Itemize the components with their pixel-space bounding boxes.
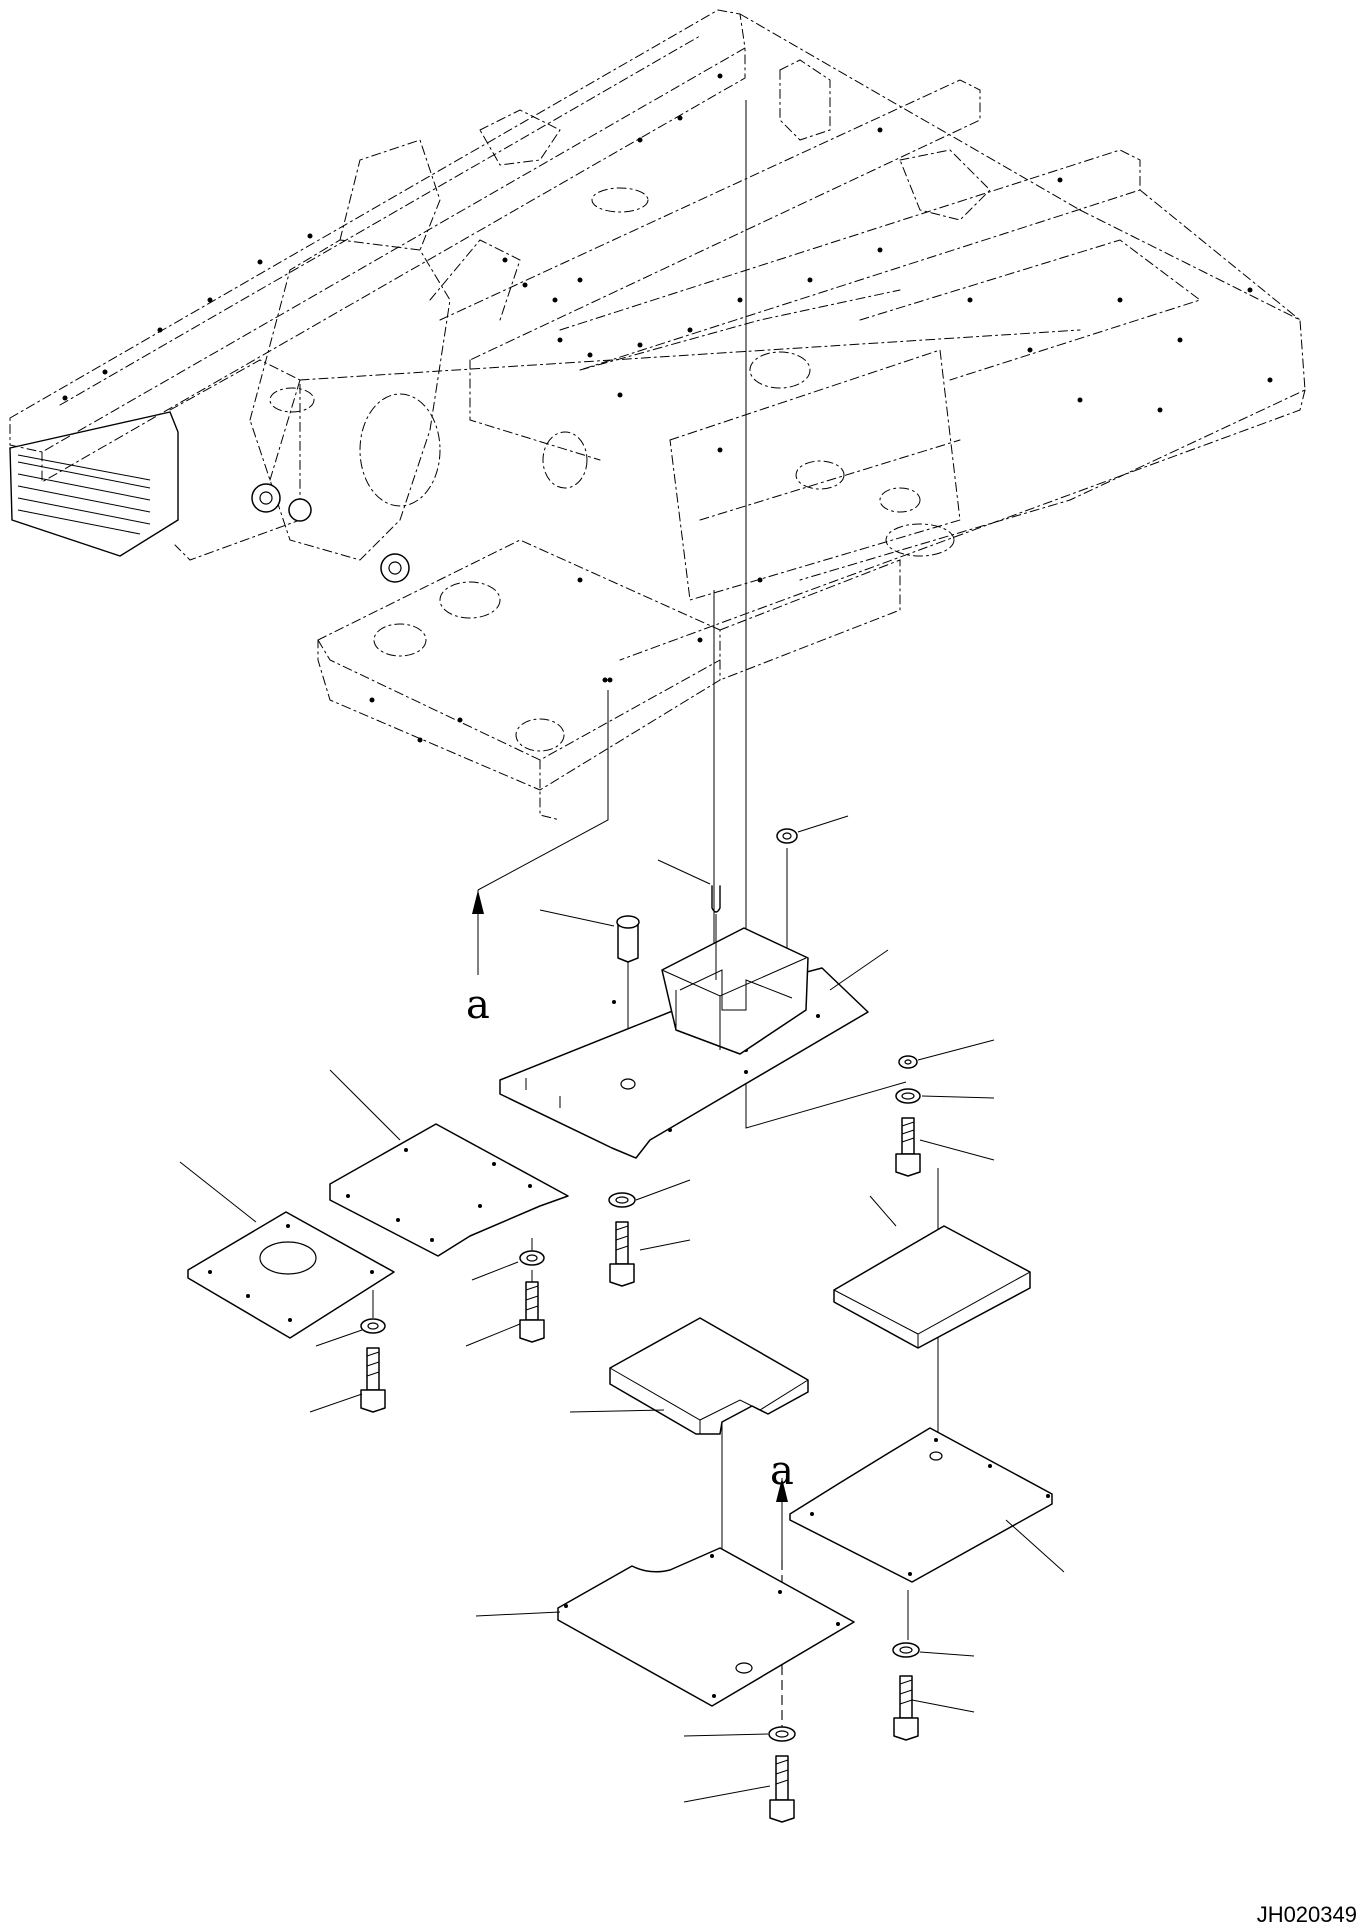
view-a-arrow-lower (776, 1478, 788, 1560)
center-thick-pad (609, 1317, 809, 1435)
right-lower-fasteners (892, 1642, 920, 1741)
machine-frame (9, 9, 1306, 821)
hook-pin (711, 885, 721, 980)
center-mount-plate (499, 927, 869, 1159)
view-a-arrow-upper (472, 890, 484, 975)
left-plate-with-hole (187, 1211, 395, 1339)
assembly-lines (372, 100, 939, 1732)
bottom-plate (557, 1547, 855, 1707)
frame-bolt-holes (62, 73, 1273, 743)
pin-fitting (616, 915, 640, 963)
right-thick-pad (833, 1225, 1031, 1349)
right-lower-cover (789, 1427, 1053, 1583)
view-label-a-lower: a (770, 1448, 794, 1494)
right-upper-fasteners (895, 1055, 921, 1177)
top-collar (776, 828, 798, 844)
bottom-plate-fasteners (768, 1726, 796, 1823)
callout-leaders (179, 815, 1065, 1803)
left-upper-cover (329, 1123, 569, 1257)
left-plate-fasteners (360, 1318, 386, 1413)
drawing-number: JH020349 (1256, 1902, 1357, 1927)
view-label-a-upper: a (466, 982, 490, 1028)
center-lower-fasteners (608, 1192, 636, 1287)
left-upper-fasteners (519, 1250, 545, 1343)
